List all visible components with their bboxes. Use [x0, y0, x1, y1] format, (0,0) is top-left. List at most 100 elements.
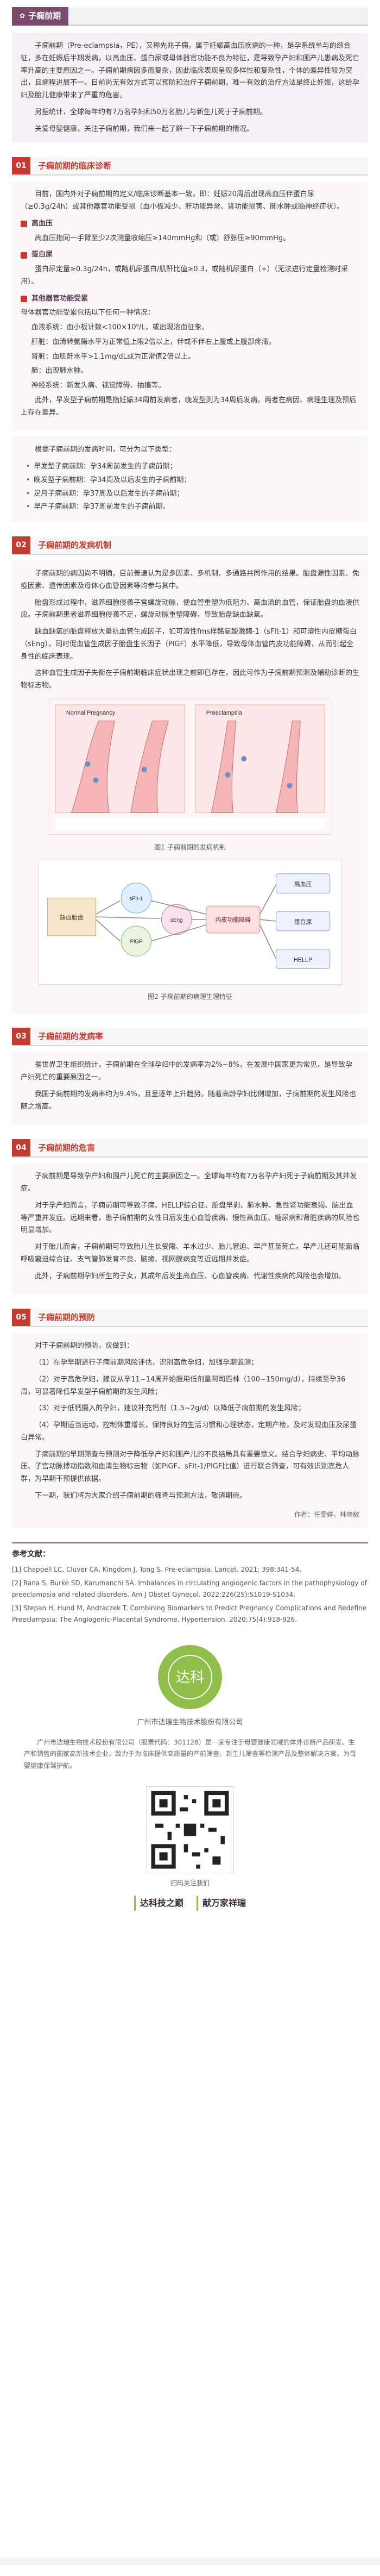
- paragraph: 我国子痫前期的发病率约为9.4%，且呈逐年上升趋势。随着高龄孕妇比例增加，子痫前…: [21, 1090, 357, 1111]
- figure-2-label: sFlt-1: [129, 896, 143, 902]
- bullet-square-icon: [21, 221, 27, 228]
- reference-item: [2] Rana S, Burke SD, Karumanchi SA. Imb…: [12, 1579, 367, 1598]
- figure-2-label: PlGF: [130, 939, 143, 945]
- logo-text: 达科: [176, 1670, 204, 1686]
- paragraph: 下一期，我们将为大家介绍子痫前期的筛查与预测方法，敬请期待。: [35, 1491, 247, 1500]
- list-item: 早发型子痫前期：孕34周前发生的子痫前期；: [26, 461, 359, 473]
- intro-paragraph: 另据统计，全球每年约有7万名孕妇和50万名胎儿与新生儿死于子痫前期。: [35, 108, 267, 116]
- figure-2-label: 内皮功能障碍: [216, 916, 251, 923]
- page-title: 子痫前期: [28, 11, 61, 21]
- figure-2-label: 高血压: [294, 880, 312, 887]
- figure-1-illustration: Normal Pregnancy Preeclampsia: [49, 698, 331, 835]
- title-tab: ✿ 子痫前期: [12, 7, 69, 26]
- list-item: （1）在孕早期进行子痫前期风险评估，识别高危孕妇，加强孕期监测；: [35, 1359, 258, 1367]
- slogan-left: 达科技之巅: [134, 1895, 183, 1911]
- footer-bar: [0, 2558, 380, 2565]
- criteria-item: 神经系统：新发头痛、视觉障碍、抽搐等。: [31, 382, 166, 390]
- figure-2-caption: 图2 子痫前期的病理生理特征: [148, 993, 232, 1001]
- paragraph: 此外，子痫前期孕妇所生的子女，其成年后发生高血压、心血管疾病、代谢性疾病的风险也…: [35, 1272, 346, 1280]
- paragraph: 缺血缺氧的胎盘释放大量抗血管生成因子，如可溶性fms样酪氨酸激酶-1（sFlt-…: [21, 628, 357, 661]
- subheading-label: 其他器官功能受累: [31, 294, 88, 303]
- section-number: 05: [12, 1309, 30, 1327]
- section-header-05: 05 子痫前期的预防: [12, 1309, 368, 1328]
- references: 参考文献： [1] Chappell LC, Cluver CA, Kingdo…: [12, 1542, 368, 1626]
- classification-list: 早发型子痫前期：孕34周前发生的子痫前期； 晚发型子痫前期：孕34周及以后发生的…: [21, 461, 359, 514]
- paragraph: 这种血管生成因子失衡在子痫前期临床症状出现之前即已存在，因此可作为子痫前期预测及…: [21, 669, 360, 690]
- author-line: 作者：任雯婷，林晓敏: [294, 1510, 359, 1518]
- section-body-01: 目前，国内外对子痫前期的定义/临床诊断基本一致，即：妊娠20周后出现高血压伴蛋白…: [12, 181, 368, 432]
- criteria-item: 肝脏：血清转氨酶水平为正常值上限2倍以上，伴或不伴右上腹或上腹部疼痛。: [31, 337, 276, 346]
- paragraph: 子痫前期的早期筛查与预测对于降低孕产妇和围产儿的不良结局具有重要意义。结合孕妇病…: [21, 1450, 360, 1484]
- figure-1-label-left: Normal Pregnancy: [66, 710, 116, 716]
- section-body-05: 对于子痫前期的预防，应做到： （1）在孕早期进行子痫前期风险评估，识别高危孕妇，…: [12, 1333, 368, 1528]
- section-title: 子痫前期的临床诊断: [38, 161, 112, 171]
- paragraph: 据世界卫生组织统计，子痫前期在全球孕妇中的发病率为2%~8%，在发展中国家更为常…: [21, 1061, 353, 1081]
- paragraph: 目前，国内外对子痫前期的定义/临床诊断基本一致，即：妊娠20周后出现高血压伴蛋白…: [21, 190, 344, 211]
- figure-2-illustration: 缺血胎盘 sFlt-1 PlGF sEng 内皮功能障碍 高血压 蛋白尿 HEL…: [38, 859, 342, 985]
- criteria-item: 血液系统：血小板计数<100×10⁹/L，或出现溶血征象。: [31, 323, 209, 332]
- paragraph: 子痫前期的病因尚不明确，目前普遍认为是多因素、多机制、多通路共同作用的结果。胎盘…: [21, 570, 360, 590]
- list-item: 晚发型子痫前期：孕34周及以后发生的子痫前期；: [26, 474, 359, 487]
- section-number: 02: [12, 536, 30, 554]
- criteria-item: 肾脏：血肌酐水平>1.1mg/dL或为正常值2倍以上。: [31, 352, 195, 361]
- slogan: 达科技之巅 献万家祥瑞: [12, 1895, 368, 1911]
- paragraph: 根据子痫前期的发病时间，可分为以下类型：: [35, 446, 176, 454]
- paragraph: 对于胎儿而言，子痫前期可导致胎儿生长受限、羊水过少、胎儿窘迫、早产甚至死亡。早产…: [21, 1243, 360, 1264]
- section-number: 04: [12, 1139, 30, 1157]
- title-banner: ✿ 子痫前期: [12, 7, 368, 26]
- paragraph: 高血压指同一手臂至少2次测量收缩压≥140mmHg和（或）舒张压≥90mmHg。: [35, 234, 290, 242]
- list-item: （4）孕期适当运动，控制体重增长，保持良好的生活习惯和心理状态，定期产检，及时发…: [21, 1421, 357, 1442]
- section-body-04: 子痫前期是导致孕产妇和围产儿死亡的主要原因之一。全球每年约有7万名孕产妇死于子痫…: [12, 1163, 368, 1295]
- figure-1: Normal Pregnancy Preeclampsia 图1 子痫前期的发病…: [21, 698, 359, 853]
- figure-2-label: 蛋白尿: [294, 917, 312, 925]
- company-description: 广州市达瑞生物技术股份有限公司（股票代码：301128）是一家专注于母婴健康领域…: [24, 1738, 357, 1770]
- section-header-02: 02 子痫前期的发病机制: [12, 536, 368, 555]
- section-body-02: 子痫前期的病因尚不明确，目前普遍认为是多因素、多机制、多通路共同作用的结果。胎盘…: [12, 560, 368, 1014]
- section-header-03: 03 子痫前期的发病率: [12, 1028, 368, 1047]
- criteria-lead: 母体器官功能受累包括以下任何一种情况：: [21, 309, 155, 317]
- list-item: 早产子痫前期：孕37周前发生的子痫前期。: [26, 501, 359, 514]
- figure-2-label: HELLP: [294, 956, 313, 963]
- bullet-square-icon: [21, 252, 27, 259]
- section-title: 子痫前期的发病机制: [38, 540, 112, 550]
- intro-block: 子痫前期（Pre-eclampsia，PE），又称先兆子痫，属于妊娠高血压疾病的…: [12, 33, 368, 143]
- classification-block: 根据子痫前期的发病时间，可分为以下类型： 早发型子痫前期：孕34周前发生的子痫前…: [12, 436, 368, 522]
- subheading-hypertension: 高血压: [21, 218, 359, 230]
- paragraph: 子痫前期是导致孕产妇和围产儿死亡的主要原因之一。全球每年约有7万名孕产妇死于子痫…: [21, 1172, 357, 1193]
- section-body-03: 据世界卫生组织统计，子痫前期在全球孕妇中的发病率为2%~8%，在发展中国家更为常…: [12, 1052, 368, 1126]
- figure-1-label-right: Preeclampsia: [206, 710, 243, 716]
- leaf-icon: ✿: [20, 12, 26, 20]
- list-item: （3）对于低钙摄入的孕妇，建议补充钙剂（1.5~2g/d）以降低子痫前期的发生风…: [35, 1404, 305, 1413]
- bullet-square-icon: [21, 295, 27, 302]
- paragraph: 此外，早发型子痫前期是指妊娠34周前发病者，晚发型则为34周后发病。两者在病因、…: [21, 396, 357, 417]
- section-title: 子痫前期的发病率: [38, 1031, 104, 1042]
- figure-1-caption: 图1 子痫前期的发病机制: [154, 843, 226, 851]
- list-item: （2）对于高危孕妇，建议从孕11~14周开始服用低剂量阿司匹林（100~150m…: [21, 1375, 346, 1396]
- subheading-organ: 其他器官功能受累: [21, 293, 359, 305]
- intro-paragraph: 关爱母婴健康，关注子痫前期，我们来一起了解一下子痫前期的情况。: [35, 124, 254, 133]
- list-item: 足月子痫前期：孕37周及以后发生的子痫前期；: [26, 488, 359, 501]
- figure-2-label: sEng: [170, 917, 183, 923]
- section-number: 03: [12, 1028, 30, 1046]
- figure-2-label: 缺血胎盘: [60, 914, 84, 921]
- references-title: 参考文献：: [12, 1549, 50, 1559]
- qr-label: 扫码关注我们: [170, 1879, 210, 1887]
- subheading-proteinuria: 蛋白尿: [21, 249, 359, 261]
- qr-code[interactable]: [147, 1786, 233, 1873]
- qr-code-icon: [147, 1786, 233, 1873]
- reference-item: [1] Chappell LC, Cluver CA, Kingdom J, T…: [12, 1566, 302, 1573]
- section-number: 01: [12, 157, 30, 175]
- company-name: 广州市达瑞生物技术股份有限公司: [137, 1718, 243, 1727]
- subheading-label: 高血压: [31, 219, 53, 228]
- section-header-01: 01 子痫前期的临床诊断: [12, 157, 368, 176]
- criteria-item: 肺：出现肺水肿。: [31, 367, 88, 376]
- paragraph: 对于孕产妇而言，子痫前期可导致子痫、HELLP综合征、胎盘早剥、肺水肿、急性肾功…: [21, 1201, 360, 1235]
- section-title: 子痫前期的危害: [38, 1143, 96, 1153]
- criteria-list: 母体器官功能受累包括以下任何一种情况： 血液系统：血小板计数<100×10⁹/L…: [21, 307, 359, 392]
- intro-paragraph: 子痫前期（Pre-eclampsia，PE），又称先兆子痫，属于妊娠高血压疾病的…: [21, 42, 360, 99]
- paragraph: 胎盘形成过程中，滋养细胞侵袭子宫螺旋动脉，使血管重塑为低阻力、高血流的血管，保证…: [21, 598, 360, 620]
- company-block: 达科 广州市达瑞生物技术股份有限公司 广州市达瑞生物技术股份有限公司（股票代码：…: [12, 1645, 368, 1911]
- qr-section: 扫码关注我们: [130, 1786, 250, 1889]
- subheading-label: 蛋白尿: [31, 251, 53, 259]
